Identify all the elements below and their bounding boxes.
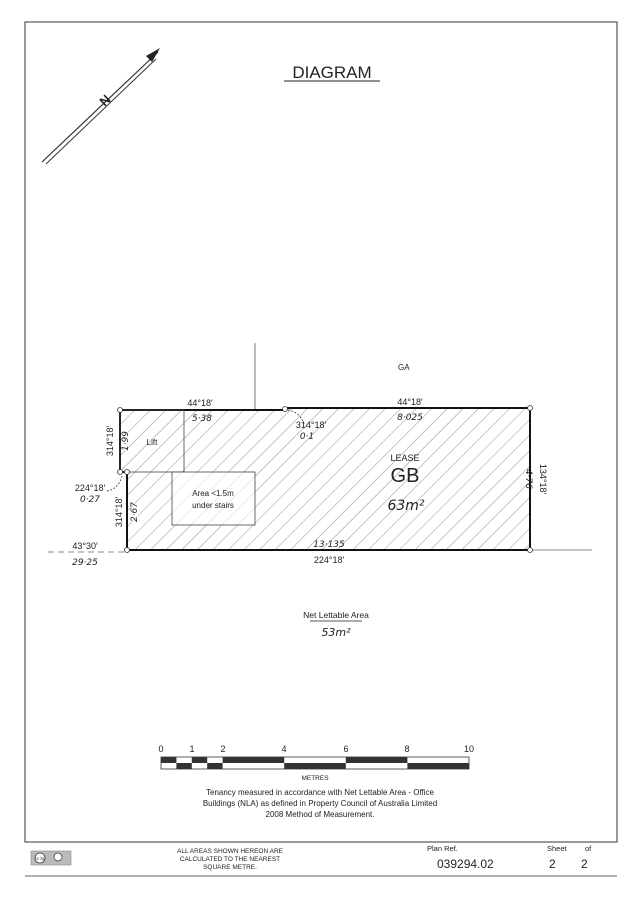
neighbour-label: GA — [398, 363, 410, 372]
distance-label: 2·67 — [130, 502, 140, 522]
distance-label: 8·025 — [397, 413, 423, 423]
nla-label: Net Lettable Area — [303, 610, 369, 620]
bearing-label: 44°18′ — [187, 398, 213, 408]
scale-bar: 0 1 2 4 6 8 10 METRES — [158, 744, 474, 782]
bearing-label: 44°18′ — [397, 397, 423, 407]
distance-label: 0·27 — [80, 495, 100, 505]
areas-note: ALL AREAS SHOWN HEREON ARE — [177, 848, 284, 855]
bearing-label: 224°18′ — [314, 555, 345, 565]
survey-marks — [117, 405, 533, 553]
measurement-note: 2008 Method of Measurement. — [266, 810, 375, 819]
areas-note: CALCULATED TO THE NEAREST — [180, 856, 280, 863]
sheet-label: Sheet — [547, 844, 568, 853]
scale-tick: 4 — [281, 744, 286, 754]
lease-area: 63m² — [387, 498, 424, 514]
cc-license-badge: cc by — [30, 850, 72, 866]
bearing-label: 314°18′ — [105, 426, 115, 457]
bearing-label: 314°18′ — [114, 497, 124, 528]
sheet-number: 2 — [549, 857, 556, 871]
scale-tick: 8 — [404, 744, 409, 754]
bearing-label: 43°30′ — [72, 541, 98, 551]
scale-tick: 6 — [343, 744, 348, 754]
cc-badge-text: cc by — [35, 856, 46, 861]
notch-leader — [105, 475, 123, 492]
under-stairs-area — [171, 471, 256, 526]
lease-label: LEASE — [390, 453, 419, 463]
scale-unit: METRES — [301, 775, 329, 782]
scale-tick: 1 — [189, 744, 194, 754]
lift-area — [119, 409, 185, 473]
measurement-note: Buildings (NLA) as defined in Property C… — [203, 799, 437, 808]
sheet-frame — [24, 21, 618, 843]
north-arrow-icon: N — [41, 48, 160, 165]
areas-note: SQUARE METRE. — [203, 864, 257, 871]
distance-label: 29·25 — [72, 558, 98, 568]
nla-value: 53m² — [321, 626, 351, 639]
north-label: N — [96, 92, 113, 109]
distance-label: 5·38 — [192, 414, 212, 424]
lift-label: Lift — [147, 438, 158, 447]
lease-name: GB — [391, 465, 420, 487]
plan-ref: 039294.02 — [437, 857, 494, 871]
scale-tick: 10 — [464, 744, 474, 754]
distance-label: 13·135 — [313, 540, 345, 550]
of-label: of — [585, 844, 592, 853]
plan-ref-label: Plan Ref. — [427, 844, 458, 853]
distance-label: 4·76 — [523, 469, 533, 489]
measurement-note: Tenancy measured in accordance with Net … — [206, 788, 435, 797]
bearing-label: 224°18′ — [75, 483, 106, 493]
bearing-label: 314°18′ — [296, 420, 327, 430]
sheet-total: 2 — [581, 857, 588, 871]
distance-label: 0·1 — [300, 432, 314, 442]
scale-tick: 0 — [158, 744, 163, 754]
page-title: DIAGRAM — [292, 63, 371, 82]
stairs-label: under stairs — [192, 501, 234, 510]
distance-label: 1·99 — [121, 431, 131, 451]
stairs-label: Area <1.5m — [192, 489, 234, 498]
notch-leader — [287, 409, 305, 425]
scale-tick: 2 — [220, 744, 225, 754]
bearing-label: 134°18′ — [538, 464, 548, 495]
